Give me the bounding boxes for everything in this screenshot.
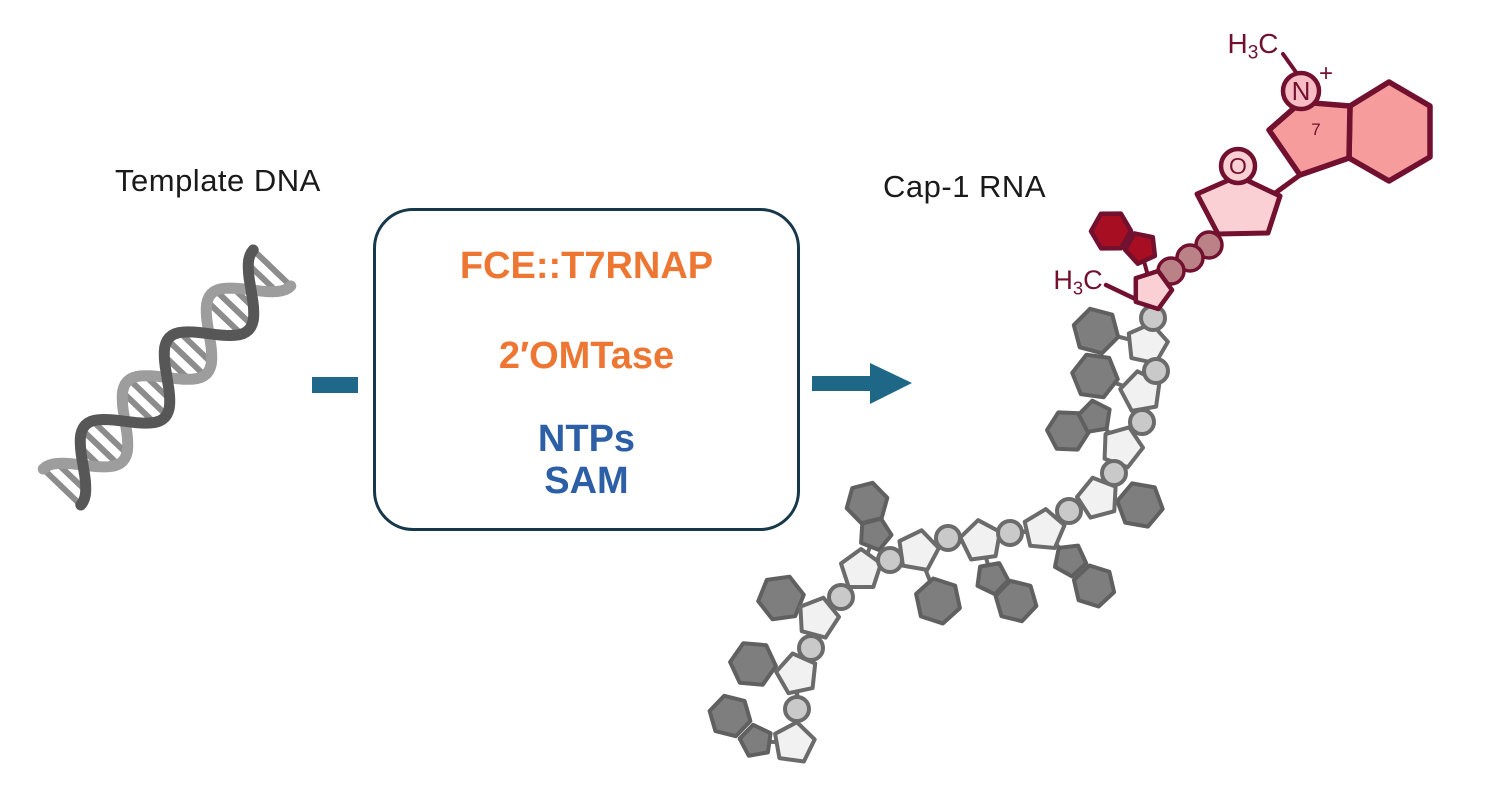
reaction-reagent-2: 2′OMTase <box>498 335 675 377</box>
position-7-label: 7 <box>1311 120 1320 139</box>
input-connector-dash <box>312 377 358 393</box>
base-pur <box>707 693 773 758</box>
ribose-sugar <box>773 720 817 764</box>
base-hex <box>728 641 778 687</box>
template-dna-helix <box>37 244 297 511</box>
oxygen-label: O <box>1229 153 1247 179</box>
m7g-sugar <box>1194 146 1283 237</box>
ring-oxygen <box>1218 146 1258 186</box>
phosphate <box>876 546 904 574</box>
cap1-rna-molecule: H3C N +7O H3C <box>707 28 1433 764</box>
rna-bases <box>707 306 1165 758</box>
phosphate <box>783 695 811 723</box>
base-hex <box>914 576 962 626</box>
template-dna-label: Template DNA <box>115 163 321 198</box>
ribose-sugar <box>958 518 1002 562</box>
phosphate <box>1128 408 1156 436</box>
base-pur <box>1053 543 1117 609</box>
phosphate <box>1142 357 1170 385</box>
chem-labels: H3C N +7O H3C <box>1053 28 1333 298</box>
cap-structure <box>1088 70 1433 312</box>
base-pur <box>844 480 894 552</box>
molecule-bonds <box>751 52 1303 746</box>
cap1-2ome-nucleotide <box>1088 211 1175 312</box>
reaction-reagent-3: NTPs <box>537 418 636 460</box>
base-hex <box>1115 481 1165 529</box>
m7g-base <box>1266 79 1433 184</box>
methyl-label-n7: H3C <box>1227 28 1278 64</box>
methyl-label-2ome: H3C <box>1053 265 1102 298</box>
phosphate <box>827 583 855 611</box>
base-pur <box>975 561 1039 624</box>
ribose-sugar <box>1126 321 1170 366</box>
base-hex <box>1071 306 1121 356</box>
phosphate <box>996 519 1024 547</box>
base-pur <box>1045 398 1112 452</box>
phosphate <box>1055 497 1083 525</box>
dna-strand-dark <box>74 244 260 511</box>
reaction-reagent-4: SAM <box>544 460 629 502</box>
phosphate <box>797 634 825 662</box>
phosphate <box>934 524 962 552</box>
base-hex <box>1070 352 1120 400</box>
ribose-sugar <box>897 528 941 572</box>
phosphate <box>1100 459 1128 487</box>
reaction-reagent-1: FCE::T7RNAP <box>459 245 714 287</box>
reaction-arrow <box>812 363 912 404</box>
base-hex <box>756 574 806 622</box>
rna-sugars <box>773 321 1170 764</box>
rna-phosphates <box>783 304 1170 723</box>
ribose-sugar <box>839 547 883 589</box>
n7-atom <box>1280 70 1322 112</box>
nitrogen-label: N <box>1292 76 1311 106</box>
positive-charge-label: + <box>1319 60 1333 87</box>
triphosphate-bridge <box>1156 230 1224 286</box>
cap1-rna-label: Cap-1 RNA <box>883 169 1046 204</box>
